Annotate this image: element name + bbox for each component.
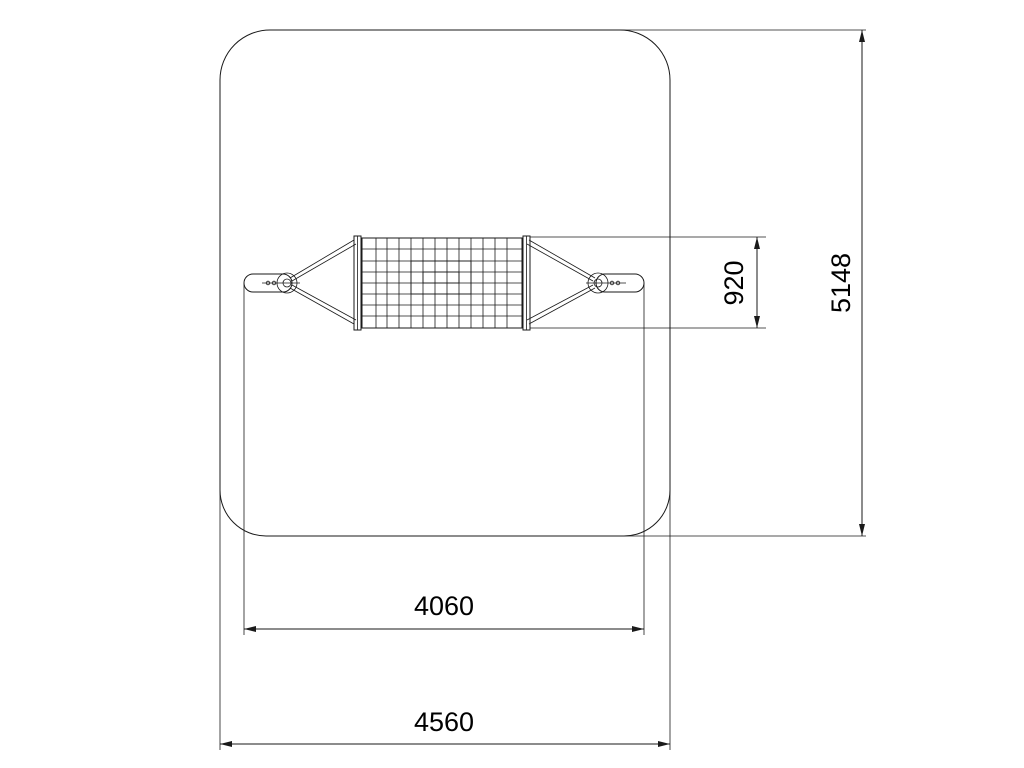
dimension-net-width: 920 xyxy=(719,237,760,328)
dimension-outer-width-label: 4560 xyxy=(414,707,474,737)
right-post xyxy=(586,272,645,294)
dimension-inner-width: 4060 xyxy=(244,591,644,632)
dimension-net-width-label: 920 xyxy=(719,260,749,305)
dimension-outer-width: 4560 xyxy=(220,707,670,747)
dimension-total-length-label: 5148 xyxy=(826,253,856,313)
left-chains xyxy=(289,239,357,325)
dimension-total-length: 5148 xyxy=(826,30,865,536)
right-chains xyxy=(526,239,596,325)
dimension-inner-width-label: 4060 xyxy=(414,591,474,621)
right-spreader-bar xyxy=(522,235,531,331)
left-spreader-bar xyxy=(353,235,362,331)
hammock-net xyxy=(361,237,523,329)
extension-lines xyxy=(219,29,866,750)
left-post xyxy=(243,272,300,294)
